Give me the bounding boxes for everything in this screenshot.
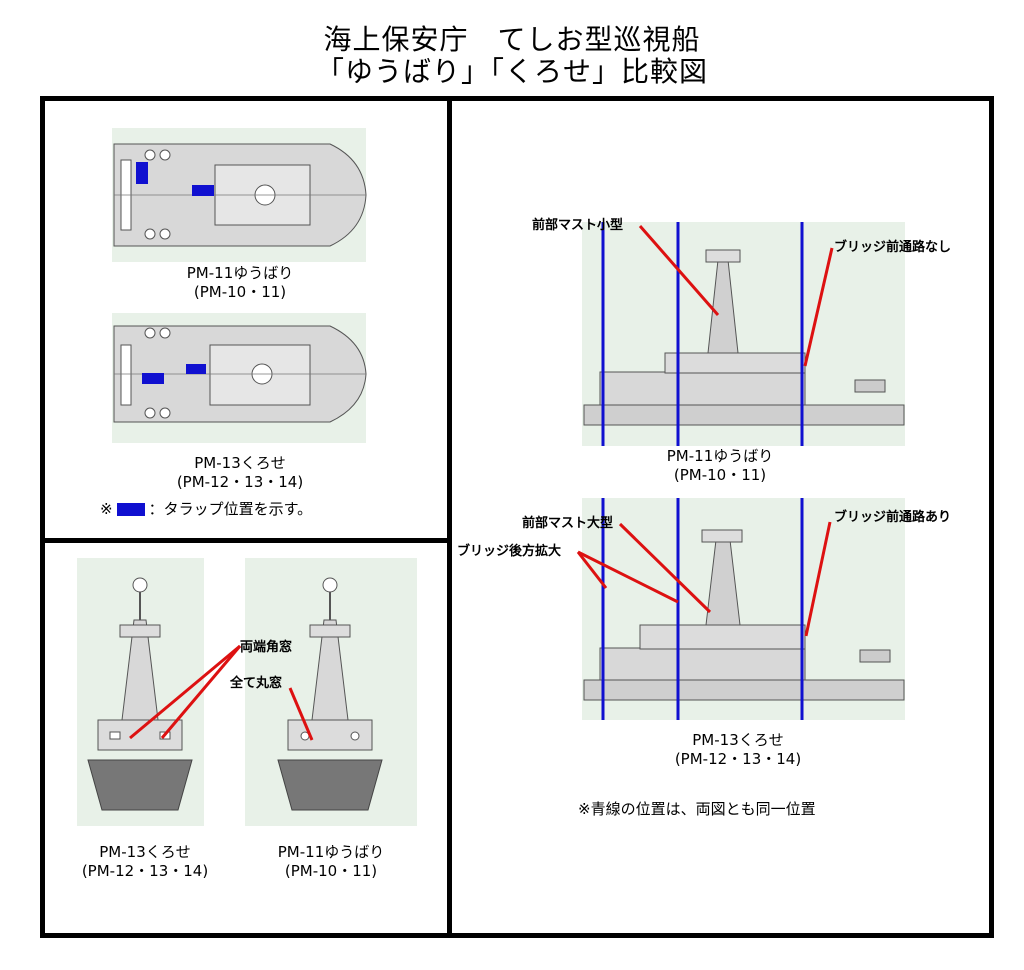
tarap-mark <box>142 373 164 384</box>
tarap-mark <box>136 162 148 184</box>
yubari-plan-label: PM-11ゆうばり <box>186 264 294 282</box>
annotation-both-square-windows: 両端角窓 <box>240 640 293 655</box>
kurose-side-label: PM-13くろせ <box>692 731 784 749</box>
tarap-mark <box>192 185 214 196</box>
annotation-bridge-walkway-none: ブリッジ前通路なし <box>834 240 952 255</box>
annotation-line <box>618 522 712 614</box>
right-note: ※青線の位置は、両図とも同一位置 <box>578 800 816 818</box>
annotation-bridge-aft-expanded: ブリッジ後方拡大 <box>457 544 562 559</box>
annotation-line <box>288 687 314 741</box>
legend-mark: ※ <box>100 500 113 518</box>
side-view-kurose <box>582 498 905 720</box>
kurose-front-label: PM-13くろせ <box>99 843 191 861</box>
yubari-front-sublabel: (PM-10・11) <box>284 862 378 880</box>
tarap-mark <box>186 364 206 374</box>
annotation-line <box>804 521 832 637</box>
yubari-plan-sublabel: (PM-10・11) <box>193 283 287 301</box>
kurose-plan-label: PM-13くろせ <box>194 454 286 472</box>
kurose-front-sublabel: (PM-12・13・14) <box>81 862 209 880</box>
yubari-front-label: PM-11ゆうばり <box>277 843 385 861</box>
annotation-mast-small: 前部マスト小型 <box>532 218 624 233</box>
front-view-yubari <box>245 558 417 826</box>
annotation-line <box>160 645 242 739</box>
title-line-2: 「ゆうばり」「くろせ」比較図 <box>315 55 708 88</box>
front-view-kurose <box>77 558 204 826</box>
legend: ※ ：タラップ位置を示す。 <box>100 500 312 518</box>
yubari-side-label: PM-11ゆうばり <box>666 447 774 465</box>
annotation-mast-large: 前部マスト大型 <box>522 516 614 531</box>
side-view-yubari <box>582 222 905 446</box>
annotation-line <box>576 551 608 589</box>
annotation-line <box>129 644 241 740</box>
legend-swatch <box>116 503 145 516</box>
kurose-side-sublabel: (PM-12・13・14) <box>674 750 802 768</box>
annotation-bridge-walkway-yes: ブリッジ前通路あり <box>834 510 952 525</box>
annotation-line <box>803 247 834 367</box>
annotation-line <box>577 550 679 604</box>
plan-view-yubari <box>112 128 367 262</box>
annotation-all-round-windows: 全て丸窓 <box>230 676 283 691</box>
kurose-plan-sublabel: (PM-12・13・14) <box>176 473 304 491</box>
annotation-line <box>638 225 720 316</box>
legend-text: ：タラップ位置を示す。 <box>148 500 313 518</box>
yubari-side-sublabel: (PM-10・11) <box>673 466 767 484</box>
plan-view-kurose <box>112 313 367 443</box>
title-line-1: 海上保安庁 てしお型巡視船 <box>323 23 701 56</box>
